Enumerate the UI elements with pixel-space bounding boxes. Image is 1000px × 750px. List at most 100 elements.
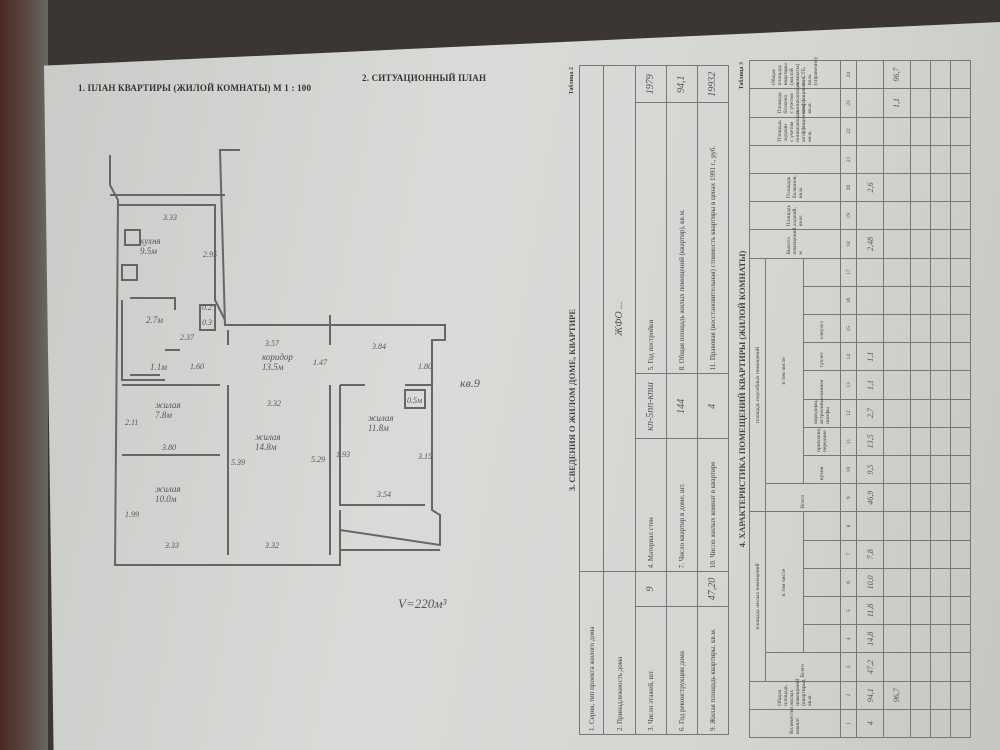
table-cell: 14,8	[856, 624, 884, 653]
cell-value: 1979	[635, 65, 667, 103]
table-cell	[930, 596, 951, 625]
table-cell	[930, 427, 951, 456]
dimension: 3.33	[163, 213, 177, 222]
table-cell: 1,1	[856, 342, 884, 371]
column-number: 2	[840, 681, 857, 710]
table-cell	[910, 399, 931, 428]
table-cell	[930, 370, 951, 400]
header-cell: Площадь балкона с учетом понижающих коэф…	[749, 76, 841, 118]
table-cell	[910, 427, 931, 456]
cell-label: 11. Правовая (восстановительная) стоимос…	[697, 102, 729, 374]
room-area-closet: 0.5м	[407, 396, 423, 405]
table-cell: 10,0	[856, 568, 884, 597]
header-cell: кухня	[803, 455, 841, 484]
table-cell	[950, 286, 971, 315]
column-number: 4	[840, 624, 857, 653]
table-cell	[950, 624, 971, 653]
table-cell	[930, 173, 951, 202]
table-cell	[883, 229, 911, 259]
dimension: 3.84	[372, 342, 386, 351]
table-cell	[950, 568, 971, 597]
table-cell	[930, 624, 951, 653]
header-cell: санузел	[803, 314, 841, 343]
header-cell: Общая площадь жилых помещений (квартиры)…	[749, 679, 841, 710]
table-cell	[883, 652, 911, 682]
background-surface	[0, 0, 48, 750]
table-cell	[910, 229, 931, 259]
table-cell	[910, 511, 931, 541]
cell-label: 2. Принадлежность дома	[603, 571, 636, 735]
plan-heading: 1. ПЛАН КВАРТИРЫ (ЖИЛОЙ КОМНАТЫ) М 1 : 1…	[78, 83, 312, 93]
table-cell: 2,7	[856, 399, 884, 428]
dimension: 2.11	[125, 418, 139, 427]
situation-plan-heading: 2. СИТУАЦИОННЫЙ ПЛАН	[362, 73, 487, 83]
table-cell	[883, 624, 911, 653]
table-cell	[910, 652, 931, 682]
table-cell	[930, 511, 951, 541]
table-cell	[910, 540, 931, 569]
header-cell: прихожие, передние	[803, 427, 841, 456]
dimension: 2.37	[180, 333, 194, 342]
subgroup-header: в том числе	[765, 258, 804, 484]
table-cell	[883, 399, 911, 428]
table-cell	[856, 88, 884, 118]
room-area-small-2: 0.3	[202, 318, 212, 327]
table-cell	[883, 483, 911, 512]
column-number: 14	[840, 342, 857, 371]
table-cell	[910, 117, 931, 146]
dimension: 3.80	[162, 443, 176, 452]
table-cell	[910, 88, 931, 118]
table-cell	[950, 596, 971, 625]
table-cell	[883, 568, 911, 597]
table-cell	[950, 342, 971, 371]
header-cell: ванная	[803, 370, 841, 400]
table-cell: 47,2	[856, 652, 884, 682]
dimension: 2.95	[203, 250, 217, 259]
cell-label: 1. Серия, тип проекта жилого дома	[579, 571, 604, 735]
cell-label: 7. Число квартир в доме, шт.	[666, 438, 698, 572]
table-cell	[883, 117, 911, 146]
subgroup-header: в том числе	[765, 511, 804, 653]
header-cell	[803, 596, 841, 625]
cell-value: 19932	[697, 65, 729, 103]
table-cell	[930, 399, 951, 428]
column-number: 23	[840, 88, 857, 118]
table-cell	[910, 370, 931, 400]
table-cell	[856, 201, 884, 230]
table-cell	[950, 173, 971, 202]
cell-value: 9	[635, 571, 667, 607]
cell-value: 144	[666, 373, 698, 439]
dimension: 1.80	[418, 362, 432, 371]
table-cell	[883, 455, 911, 484]
table-cell: 1,1	[883, 88, 911, 118]
table-cell	[950, 399, 971, 428]
cell-value	[666, 571, 698, 607]
header-cell: туалет	[803, 342, 841, 371]
table-cell	[883, 173, 911, 202]
column-number: 6	[840, 568, 857, 597]
table-cell	[883, 286, 911, 315]
table-row-empty	[910, 60, 931, 738]
table-cell	[930, 229, 951, 259]
table-cell: 2,6	[856, 173, 884, 202]
table-cell	[950, 370, 971, 400]
cell-label: 9. Жилая площадь квартиры, кв.м.	[697, 606, 729, 735]
table-cell	[930, 286, 951, 315]
table-cell	[950, 709, 971, 738]
table-cell	[856, 60, 884, 89]
column-number: 9	[840, 483, 857, 512]
column-number: 21	[840, 145, 857, 174]
column-number: 1	[840, 709, 857, 738]
table-cell	[910, 60, 931, 89]
cell-value: 4	[697, 373, 729, 439]
table-cell	[950, 483, 971, 512]
table-cell	[883, 540, 911, 569]
header-cell	[803, 568, 841, 597]
table-cell	[950, 455, 971, 484]
cell-value	[579, 65, 604, 572]
column-number: 10	[840, 455, 857, 484]
table-cell: 7,8	[856, 540, 884, 569]
